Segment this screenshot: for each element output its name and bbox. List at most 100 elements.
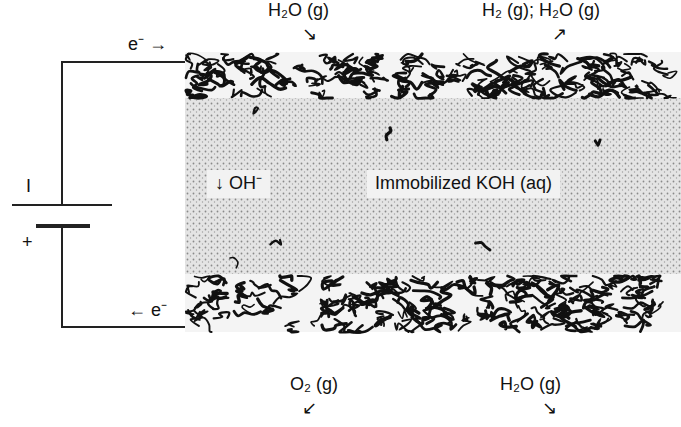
mesh-strand	[545, 65, 559, 77]
mesh-strand	[235, 66, 254, 79]
electrode-mesh	[186, 53, 677, 332]
mesh-strand	[616, 60, 621, 66]
mesh-strand	[241, 90, 262, 96]
mesh-strand	[253, 107, 258, 113]
flow-arrow: ↘	[302, 24, 317, 46]
mesh-strand	[328, 57, 338, 63]
mesh-strand	[491, 314, 509, 321]
mesh-strand	[585, 305, 598, 309]
mesh-strand	[526, 64, 536, 74]
mesh-strand	[458, 286, 483, 296]
gas-label: H₂ (g); H₂O (g)	[482, 0, 600, 22]
mesh-strand	[617, 312, 629, 320]
mesh-strand	[488, 301, 492, 307]
flow-arrow: ↘	[542, 398, 557, 420]
mesh-strand	[456, 59, 474, 66]
mesh-strand	[512, 77, 529, 89]
mesh-strand	[561, 276, 577, 282]
mesh-strand	[625, 320, 644, 332]
mesh-strand	[270, 70, 286, 79]
mesh-strand	[366, 55, 382, 63]
mesh-strand	[582, 92, 602, 98]
mesh-strand	[605, 90, 618, 95]
mesh-strand	[338, 60, 355, 69]
region-label: ↓ OH⁻	[207, 170, 270, 198]
mesh-strand	[532, 307, 545, 319]
mesh-strand	[364, 89, 380, 95]
mesh-strand	[586, 76, 602, 93]
mesh-strand	[478, 277, 494, 284]
mesh-strand	[645, 302, 655, 313]
mesh-strand	[412, 317, 429, 323]
mesh-strand	[352, 302, 359, 316]
mesh-strand	[339, 76, 364, 83]
mesh-strand	[583, 61, 594, 70]
mesh-strand	[583, 299, 603, 303]
mesh-strand	[519, 54, 541, 63]
mesh-strand	[478, 311, 488, 317]
flow-arrow: ↗	[552, 24, 567, 46]
mesh-strand	[280, 280, 296, 291]
mesh-strand	[405, 326, 419, 332]
mesh-strand	[328, 308, 343, 314]
mesh-strand	[321, 300, 329, 317]
mesh-strand	[500, 276, 515, 287]
mesh-strand	[517, 306, 525, 322]
mesh-strand	[298, 276, 311, 291]
mesh-strand	[595, 140, 600, 145]
mesh-strand	[242, 305, 254, 314]
mesh-strand	[186, 302, 201, 312]
electrolyte-band	[185, 92, 681, 278]
mesh-strand	[203, 60, 210, 73]
mesh-strand	[186, 90, 193, 95]
mesh-strand	[642, 287, 654, 296]
mesh-strand	[295, 67, 322, 83]
mesh-strand	[288, 329, 298, 332]
mesh-strand	[603, 304, 618, 310]
mesh-strand	[190, 95, 207, 98]
mesh-strand	[431, 299, 440, 306]
mesh-strand	[478, 79, 487, 93]
mesh-strand	[510, 314, 527, 332]
mesh-strand	[657, 276, 660, 288]
mesh-strand	[331, 65, 343, 69]
mesh-strand	[636, 296, 645, 307]
mesh-strand	[223, 58, 245, 64]
mesh-strand	[475, 242, 490, 250]
mesh-strand	[527, 316, 541, 328]
mesh-strand	[375, 316, 390, 326]
mesh-strand	[280, 276, 292, 280]
mesh-strand	[458, 318, 470, 331]
mesh-strand	[631, 276, 636, 280]
mesh-strand	[510, 296, 531, 302]
mesh-strand	[386, 128, 391, 140]
mesh-strand	[367, 282, 377, 288]
mesh-strand	[631, 311, 651, 325]
mesh-strand	[637, 276, 653, 280]
mesh-strand	[624, 54, 647, 57]
mesh-strand	[388, 279, 398, 287]
mesh-strand	[540, 56, 551, 69]
mesh-strand	[321, 300, 327, 313]
mesh-strand	[266, 54, 278, 60]
mesh-strand	[186, 54, 192, 69]
mesh-strand	[582, 57, 604, 71]
mesh-strand	[621, 286, 637, 291]
mesh-strand	[640, 281, 648, 287]
mesh-strand	[575, 83, 584, 91]
electron-flow: ← e⁻	[128, 300, 167, 322]
mesh-strand	[186, 64, 199, 78]
mesh-strand	[270, 240, 281, 245]
mesh-strand	[322, 324, 346, 331]
cathode-layer	[185, 52, 681, 98]
mesh-strand	[208, 297, 218, 309]
mesh-strand	[543, 94, 562, 99]
mesh-strand	[470, 279, 476, 284]
mesh-strand	[230, 258, 238, 268]
mesh-strand	[467, 70, 491, 77]
mesh-strand	[541, 312, 549, 324]
mesh-strand	[186, 312, 200, 320]
mesh-strand	[309, 83, 320, 86]
